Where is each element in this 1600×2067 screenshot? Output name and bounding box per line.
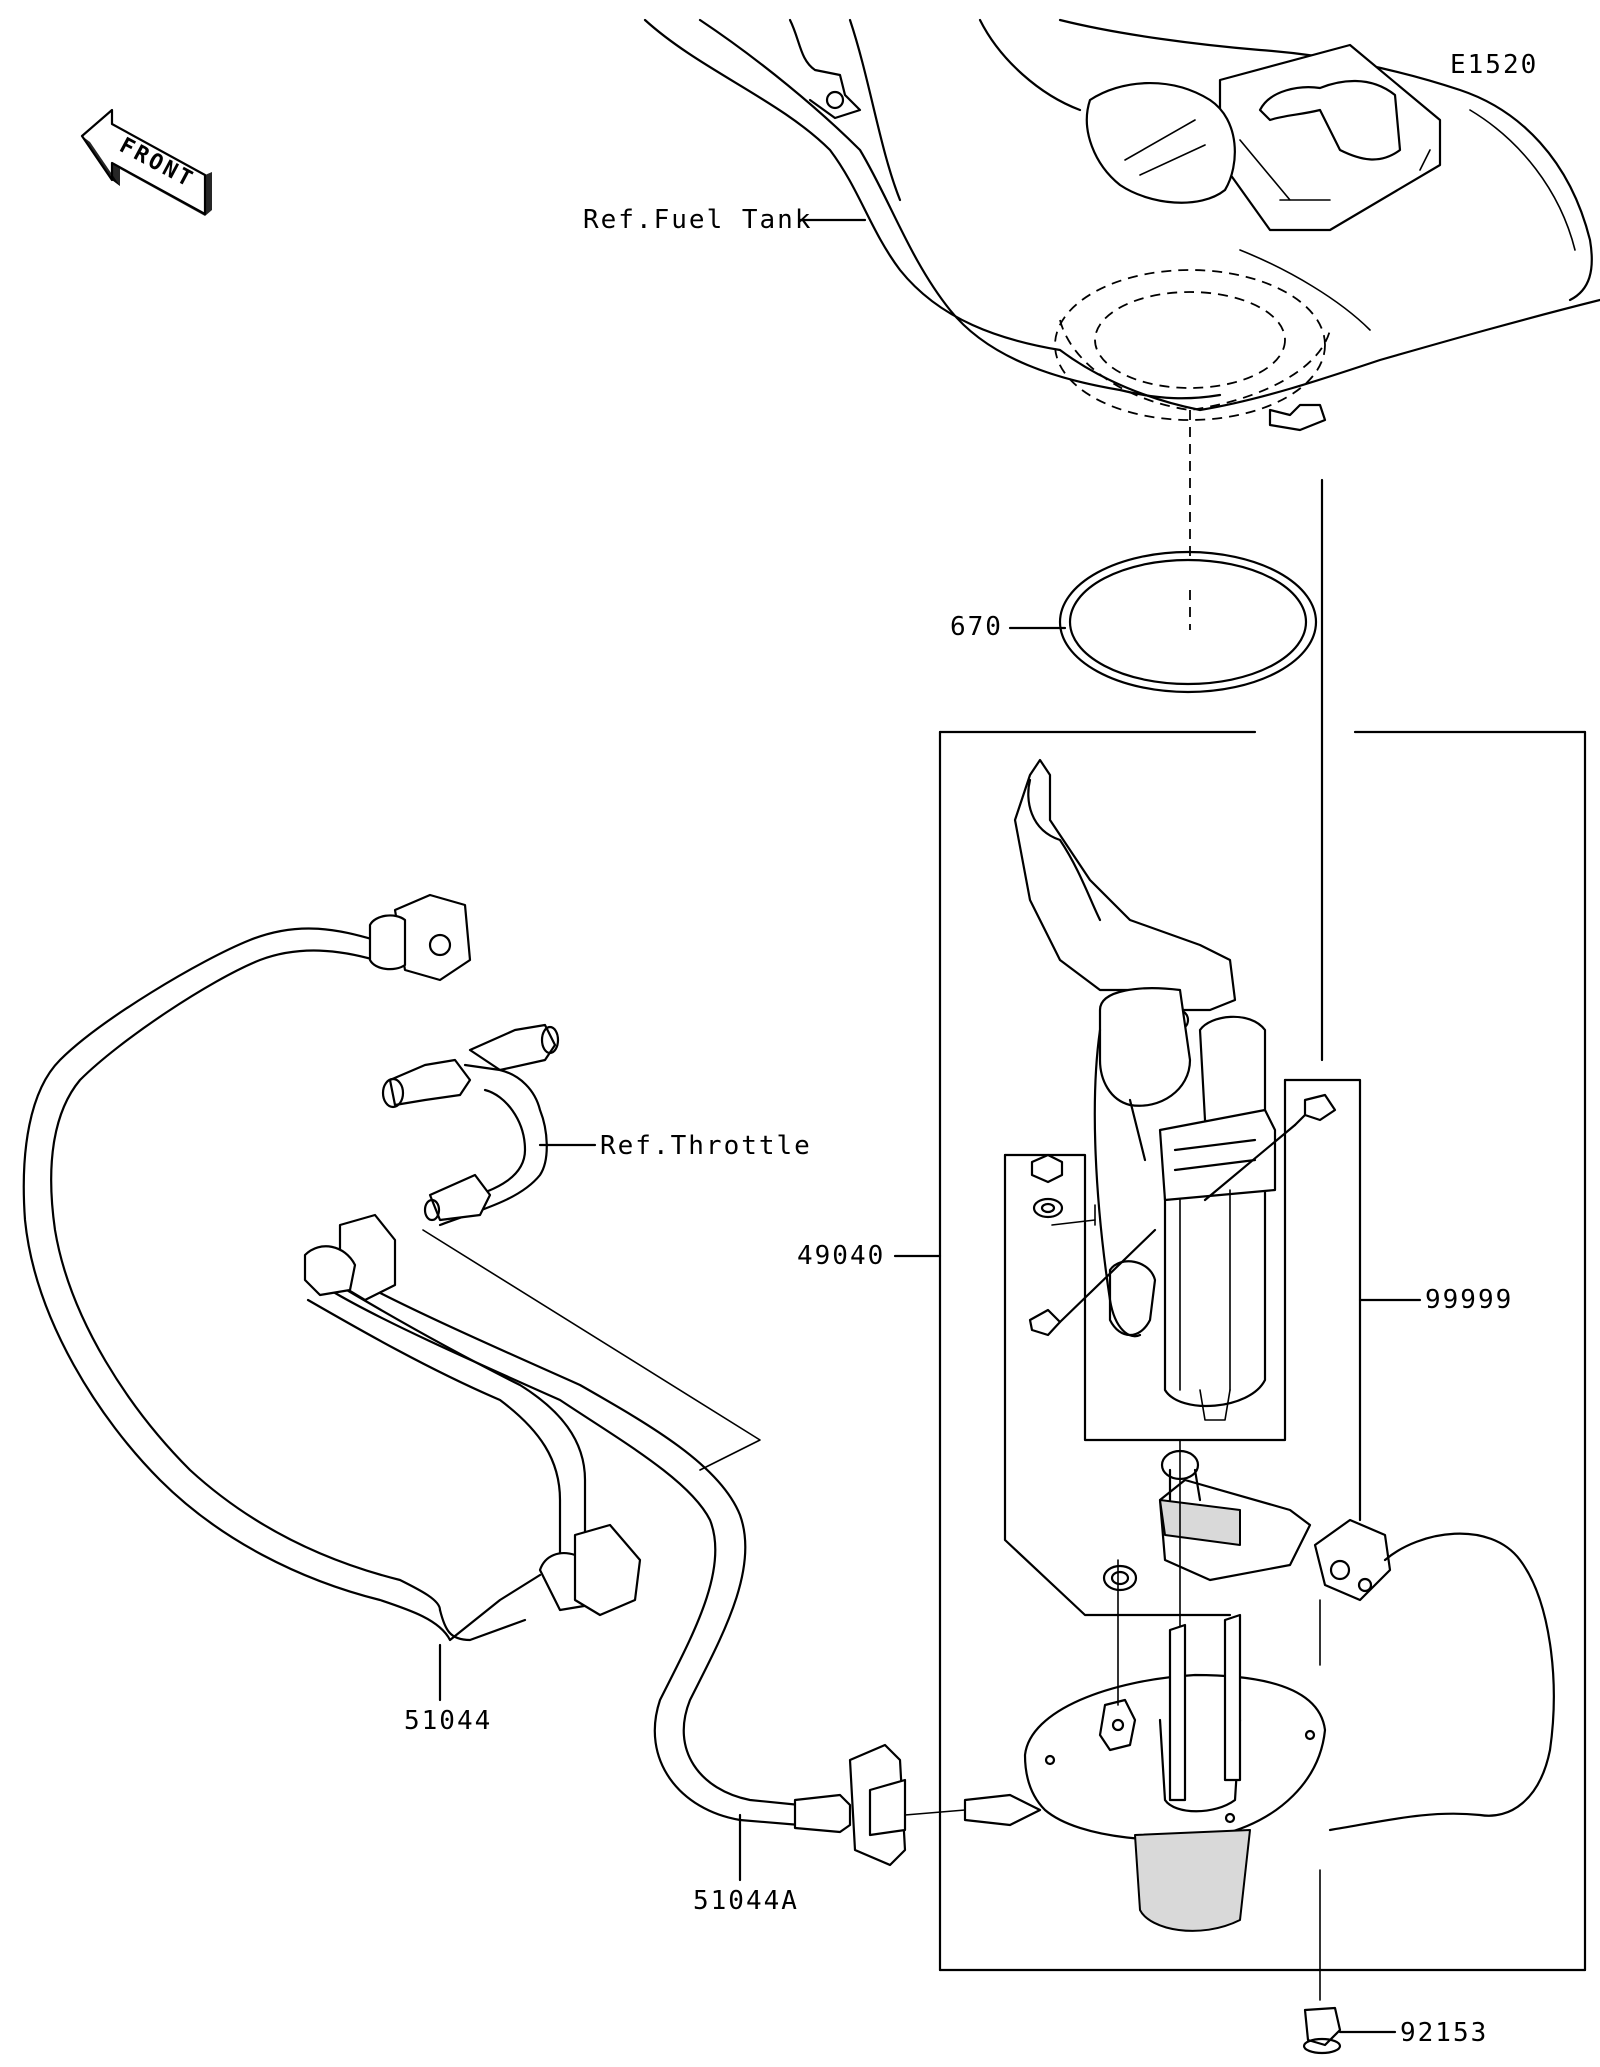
fuel-hose-51044a <box>328 1276 966 1882</box>
hose-connector-top <box>368 893 472 982</box>
part-number-92153: 92153 <box>1400 2018 1489 2048</box>
front-arrow-icon: FRONT <box>80 108 212 216</box>
ref-throttle-label: Ref.Throttle <box>600 1131 812 1161</box>
bolt <box>1302 2006 1397 2055</box>
small-hardware <box>1028 1093 1337 1337</box>
pump-connector <box>1313 1518 1555 2001</box>
diagram-code: E1520 <box>1450 50 1539 80</box>
o-ring <box>1058 550 1318 694</box>
fuel-pump <box>1013 758 1277 1421</box>
part-number-51044: 51044 <box>404 1706 493 1736</box>
hose-connector-mid <box>303 1213 397 1302</box>
part-number-670: 670 <box>950 612 1003 642</box>
fuel-tank-outline <box>643 18 1600 432</box>
pump-assembly-frame <box>893 478 1587 1972</box>
pump-flange <box>963 1559 1327 1932</box>
throttle-fitting <box>381 1023 761 1471</box>
part-number-49040: 49040 <box>797 1241 886 1271</box>
kit-bracket <box>1003 1078 1422 1617</box>
ref-fuel-tank-label: Ref.Fuel Tank <box>583 205 813 235</box>
fuel-hose-51044 <box>22 927 642 1702</box>
part-number-99999: 99999 <box>1425 1285 1514 1315</box>
fuel-filter <box>1102 1439 1312 1666</box>
part-number-51044a: 51044A <box>693 1886 799 1916</box>
